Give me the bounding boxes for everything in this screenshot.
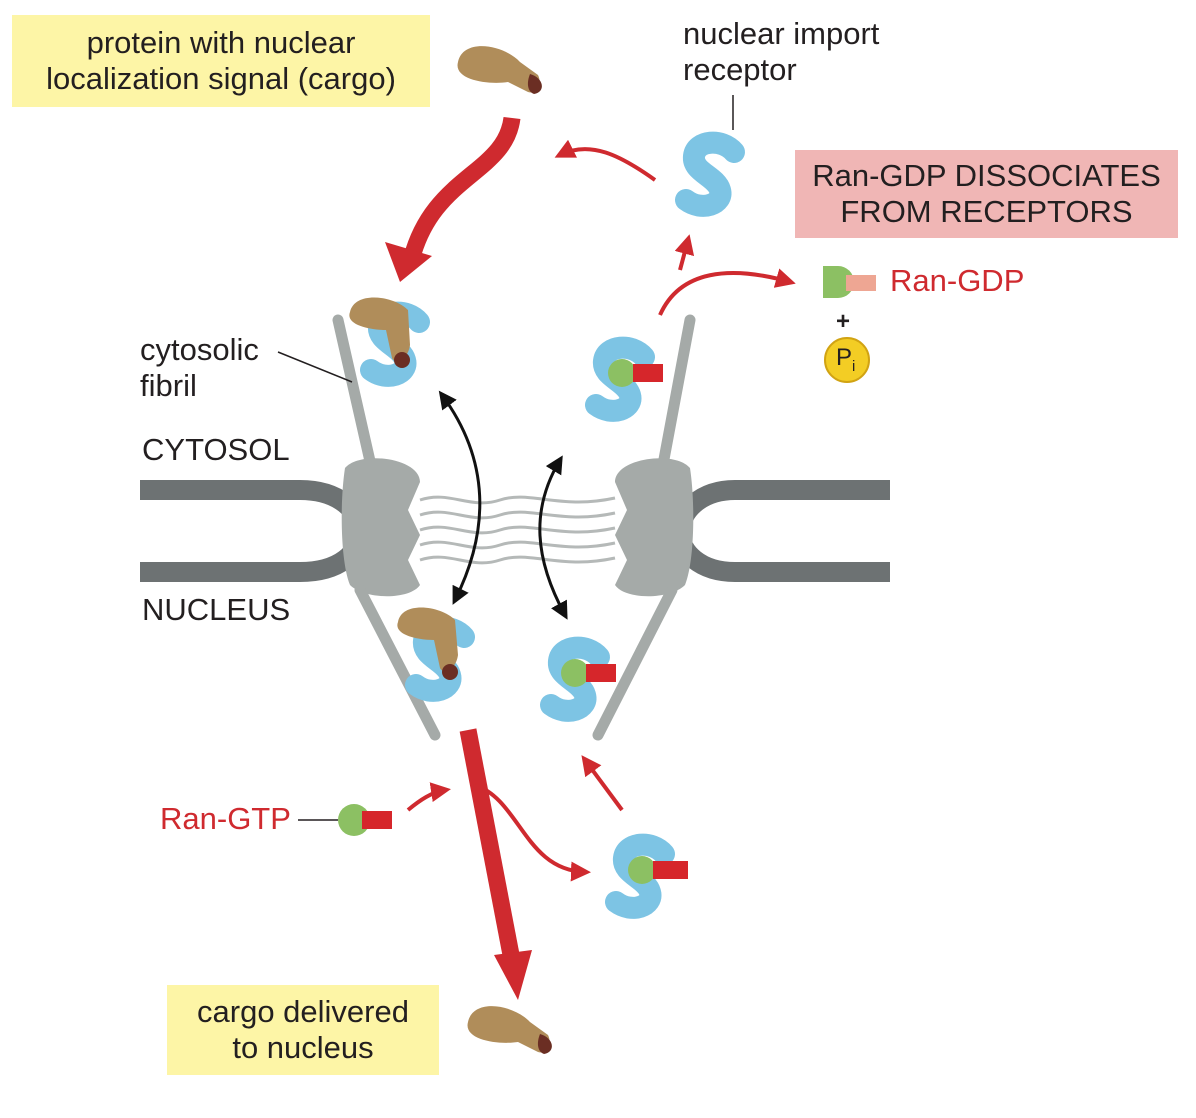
ran-gdp-molecule <box>823 266 876 298</box>
import-receptor-label-line-1: nuclear import <box>683 16 880 51</box>
cargo-label-line-2: localization signal (cargo) <box>46 61 396 96</box>
cargo-label-box: protein with nuclear localization signal… <box>12 15 430 107</box>
delivered-line-2: to nucleus <box>232 1030 374 1065</box>
phosphate-pi-icon <box>824 337 870 383</box>
plus-sign: + <box>836 308 851 335</box>
import-receptor-label-line-2: receptor <box>683 52 797 87</box>
receptor-ran-gtp-complex-lower <box>616 845 688 908</box>
import-receptor-label: nuclear import receptor <box>683 16 879 88</box>
pi-sub: i <box>852 357 856 375</box>
delivered-line-1: cargo delivered <box>197 994 409 1029</box>
receptor-ran-gtp-complex-nucleus <box>551 648 616 711</box>
arrow-ran-complex-through-pore <box>538 455 568 620</box>
ran-gdp-label: Ran-GDP <box>890 263 1025 298</box>
pore-transport-arrows <box>438 390 568 620</box>
cargo-protein-top <box>457 46 542 94</box>
ran-gtp-molecule <box>298 804 392 836</box>
pore-channel-filaments <box>419 495 616 565</box>
dissociates-label-box: Ran-GDP DISSOCIATES FROM RECEPTORS <box>795 150 1178 238</box>
arrow-receptor-ran-gtp-form <box>474 783 591 882</box>
arrow-receptor-free <box>674 234 695 271</box>
cytosolic-fibril-line-2: fibril <box>140 368 197 403</box>
arrow-complex-to-pore <box>581 755 624 812</box>
arrow-cargo-release <box>459 728 521 962</box>
delivered-label-box: cargo delivered to nucleus <box>167 985 439 1075</box>
pi-main: P <box>836 344 853 371</box>
fibril-leader-line <box>277 351 353 383</box>
cytosolic-fibrils <box>332 314 696 741</box>
receptor-cargo-complex-nucleus <box>397 607 464 690</box>
dissociates-line-2: FROM RECEPTORS <box>840 194 1133 229</box>
nuclear-import-receptor-free <box>686 143 734 206</box>
receptor-ran-gtp-complex-cytosol <box>596 348 663 411</box>
cargo-label-line-1: protein with nuclear <box>86 25 356 60</box>
arrow-cargo-through-pore <box>438 390 482 605</box>
nuclear-envelope <box>140 480 890 582</box>
nucleus-label: NUCLEUS <box>142 592 291 627</box>
cargo-protein-delivered <box>467 1006 552 1054</box>
ran-gtp-label: Ran-GTP <box>160 801 291 836</box>
cytosolic-fibril-line-1: cytosolic <box>140 332 259 367</box>
nuclear-pore-complex <box>332 314 696 741</box>
pi-label: Pi <box>836 343 855 382</box>
arrow-receptor-recycle <box>554 139 657 182</box>
cytosol-label: CYTOSOL <box>142 432 290 467</box>
cytosolic-fibril-label: cytosolic fibril <box>140 332 259 404</box>
import-pathway-arrows <box>385 116 796 1000</box>
dissociates-line-1: Ran-GDP DISSOCIATES <box>812 158 1161 193</box>
arrow-ran-gdp-release <box>658 268 796 316</box>
arrow-ran-gtp-binding <box>406 782 451 812</box>
receptor-cargo-complex-cytosol <box>349 297 419 375</box>
arrow-cargo-to-pore <box>401 116 521 268</box>
